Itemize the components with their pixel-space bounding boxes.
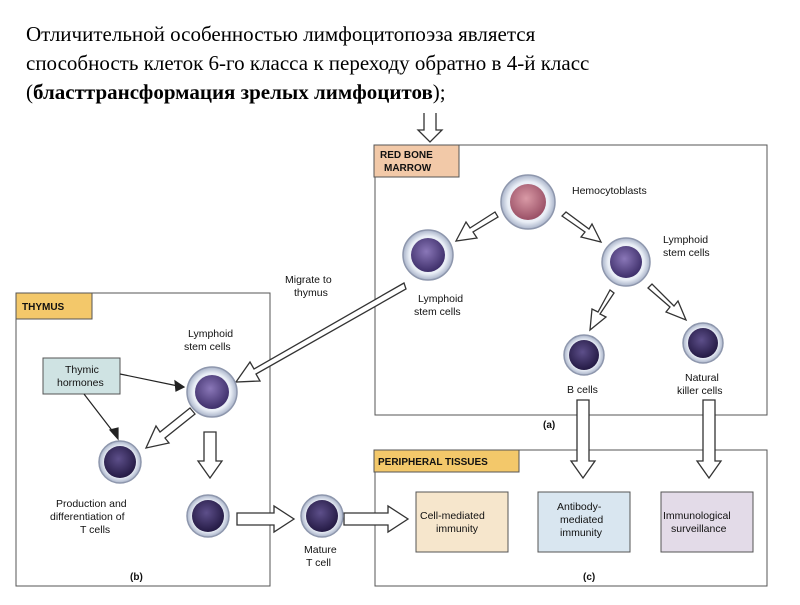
lymphoid-right-label-line1: Lymphoid <box>663 234 708 246</box>
lymphoid-stem-cell-left <box>402 229 454 281</box>
antibody-line2: mediated <box>560 514 603 526</box>
caption-text: Отличительной особенностью лимфоцитопоэз… <box>20 18 790 113</box>
caption-line2: способность клеток 6-го класса к переход… <box>26 51 590 75</box>
surveillance-line2: surveillance <box>671 523 727 535</box>
mature-label-line2: T cell <box>306 557 331 569</box>
arrow-migrate-to-thymus <box>234 282 407 383</box>
thymus-panel <box>15 292 271 587</box>
caption-line3: (бласттрансформация зрелых лимфоцитов); <box>26 78 784 107</box>
hemocytoblasts-label: Hemocytoblasts <box>572 185 647 197</box>
thymic-label-line1: Thymic <box>65 364 99 376</box>
caption-close-paren: ); <box>432 80 446 104</box>
panel-a-letter: (a) <box>543 420 555 431</box>
antibody-line1: Antibody- <box>557 501 602 513</box>
bone-marrow-tag-line2: MARROW <box>384 163 432 174</box>
thymus-tag <box>15 292 93 320</box>
production-label-line1: Production and <box>56 498 127 510</box>
b-cells-label: B cells <box>567 384 598 396</box>
hormone-arrows <box>83 373 186 441</box>
caption-open-paren: ( <box>26 80 33 104</box>
surveillance-box <box>660 491 754 553</box>
arrow-hemo-to-lymphoid-left <box>454 211 499 242</box>
bone-marrow-tag-line1: RED BONE <box>380 150 433 161</box>
b-cell <box>563 334 605 376</box>
caption-line1: Отличительной особенностью лимфоцитопоэз… <box>26 22 536 46</box>
mature-label-line1: Mature <box>304 544 337 556</box>
antibody-box <box>537 491 631 553</box>
lymphoid-left-label-line1: Lymphoid <box>418 293 463 305</box>
arrow-to-mature <box>236 504 296 534</box>
incoming-arrow <box>416 111 444 143</box>
nk-label-line1: Natural <box>685 372 719 384</box>
hemocytoblast-cell <box>500 174 556 230</box>
cell-mediated-line1: Cell-mediated <box>420 510 485 522</box>
caption-bold-term: бласттрансформация зрелых лимфоцитов <box>33 80 433 104</box>
peripheral-tag-label: PERIPHERAL TISSUES <box>378 457 488 468</box>
arrow-to-b-cell <box>589 289 615 332</box>
panel-c-letter: (c) <box>583 572 595 583</box>
mature-t-cell <box>300 494 344 538</box>
thymic-hormones-box <box>42 357 121 395</box>
cell-mediated-box <box>415 491 509 553</box>
arrow-bcell-down <box>569 399 597 480</box>
thymus-lymphoid-label-line2: stem cells <box>184 341 231 353</box>
peripheral-tag <box>373 449 520 473</box>
thymus-lower-cell <box>186 494 230 538</box>
thymic-label-line2: hormones <box>57 377 104 389</box>
arrow-stem-to-tcell <box>144 407 196 449</box>
antibody-line3: immunity <box>560 527 603 539</box>
nk-label-line2: killer cells <box>677 385 723 397</box>
panel-b-letter: (b) <box>130 572 143 583</box>
arrow-to-nk-cell <box>647 283 688 322</box>
arrow-to-cell-mediated <box>343 504 410 534</box>
lymphoid-right-label-line2: stem cells <box>663 247 710 259</box>
thymus-arrows <box>144 399 723 534</box>
production-label-line2: differentiation of <box>50 511 125 523</box>
arrow-stem-down <box>196 431 224 480</box>
thymus-t-cell <box>98 440 142 484</box>
arrow-hemo-to-lymphoid-right <box>560 211 603 243</box>
production-label-line3: T cells <box>80 524 110 536</box>
natural-killer-cell <box>682 322 724 364</box>
cell-mediated-line2: immunity <box>436 523 479 535</box>
marrow-arrows <box>454 211 688 332</box>
thymus-lymphoid-label-line1: Lymphoid <box>188 328 233 340</box>
lymphoid-stem-cell-right <box>601 237 651 287</box>
thymus-lymphoid-stem-cell <box>186 366 238 418</box>
migrate-label-line2: thymus <box>294 287 328 299</box>
thymus-tag-label: THYMUS <box>22 302 65 313</box>
migrate-label-line1: Migrate to <box>285 274 332 286</box>
bone-marrow-tag <box>373 144 460 178</box>
lymphoid-left-label-line2: stem cells <box>414 306 461 318</box>
arrow-nk-down <box>695 399 723 480</box>
surveillance-line1: Immunological <box>663 510 731 522</box>
